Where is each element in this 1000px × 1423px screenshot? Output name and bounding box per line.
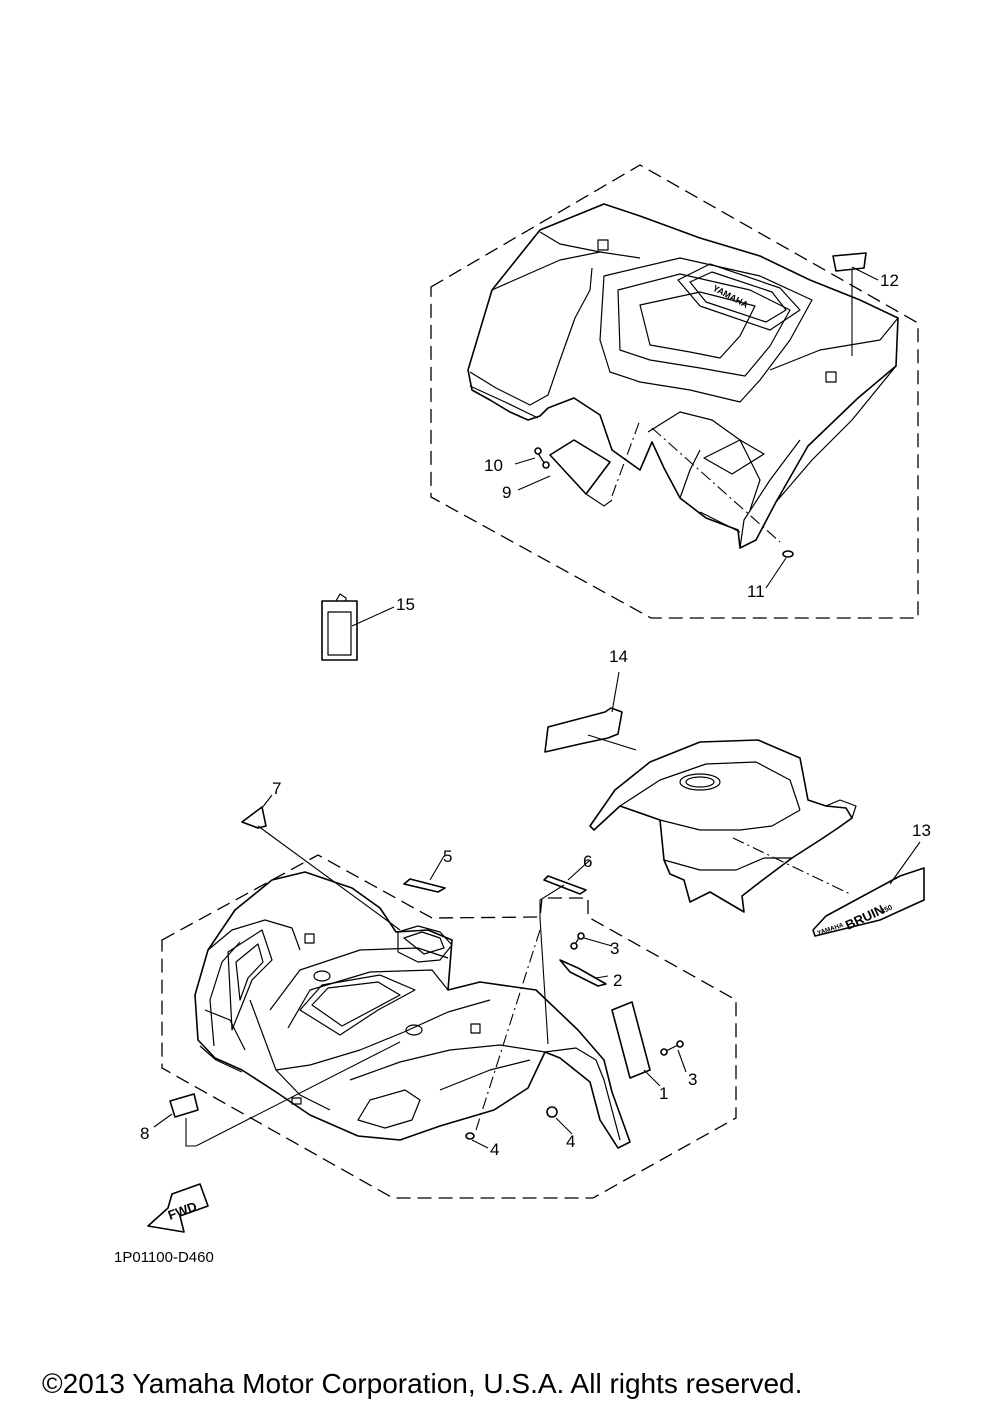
callout-9: 9 xyxy=(502,483,511,502)
callout-12: 12 xyxy=(880,271,899,290)
front-fender-group: 7 5 6 3 2 3 1 4 4 8 xyxy=(140,779,737,1199)
callout-2: 2 xyxy=(613,971,622,990)
callout-1: 1 xyxy=(659,1084,668,1103)
callout-4-left: 4 xyxy=(490,1140,499,1159)
part-12-label xyxy=(832,252,867,272)
callout-13: 13 xyxy=(912,821,931,840)
part-1-plate xyxy=(611,1001,651,1079)
part-4-nut-b xyxy=(465,1132,475,1140)
diagram-code: 1P01100-D460 xyxy=(114,1249,214,1266)
callout-15: 15 xyxy=(396,595,415,614)
callout-11: 11 xyxy=(747,582,765,601)
callout-3-upper: 3 xyxy=(610,939,619,958)
part-15-tag: 15 xyxy=(321,593,415,661)
callout-10: 10 xyxy=(484,456,503,475)
rear-assembly-dashed-outline xyxy=(430,164,919,619)
part-14-sticker xyxy=(544,707,623,753)
part-9-plate xyxy=(549,439,611,495)
callout-7: 7 xyxy=(272,779,281,798)
part-13-graphic xyxy=(812,867,925,937)
part-6-decal xyxy=(543,875,587,895)
callout-8: 8 xyxy=(140,1124,149,1143)
rear-fender: YAMAHA xyxy=(467,203,899,549)
part-3-screw-lower xyxy=(660,1040,684,1056)
part-5-decal xyxy=(403,878,446,893)
fwd-arrow-icon: FWD xyxy=(147,1183,209,1233)
part-11-fastener xyxy=(782,550,794,558)
callout-14: 14 xyxy=(609,647,628,666)
part-10-screw xyxy=(534,447,550,469)
part-8-label xyxy=(169,1093,199,1118)
part-2-sticker xyxy=(559,959,607,987)
center-cover-group: 14 YAMAHA BRUIN 350 13 xyxy=(544,647,931,937)
callout-5: 5 xyxy=(443,847,452,866)
part-4-nut-a xyxy=(546,1106,558,1118)
callout-4-right: 4 xyxy=(566,1132,575,1151)
callout-3-lower: 3 xyxy=(688,1070,697,1089)
part-3-screw-upper xyxy=(570,932,585,950)
rear-fender-group: YAMAHA xyxy=(430,164,919,619)
callout-6: 6 xyxy=(583,852,592,871)
front-fender xyxy=(194,871,631,1149)
copyright-notice: ©2013 Yamaha Motor Corporation, U.S.A. A… xyxy=(42,1368,802,1399)
part-7-cap xyxy=(241,806,267,829)
front-assembly-dashed-outline xyxy=(161,854,737,1199)
